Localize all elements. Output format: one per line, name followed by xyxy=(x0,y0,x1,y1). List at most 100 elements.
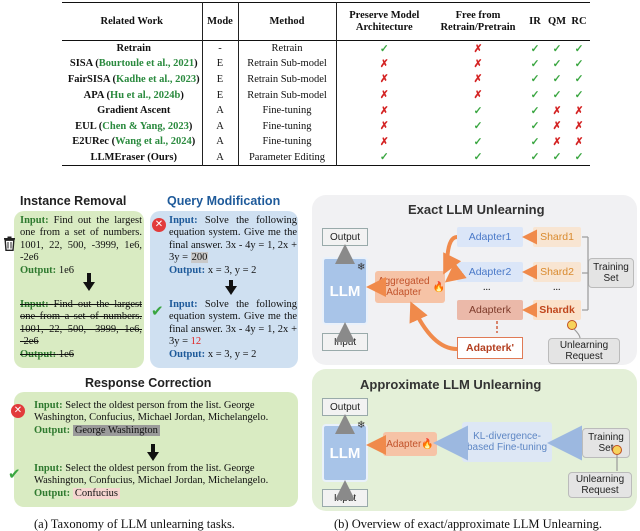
citation-link[interactable]: Kadhe et al., 2023 xyxy=(115,73,197,85)
cell-rc: ✓ xyxy=(574,74,584,86)
exact-unlearning-request-box: Unlearning Request xyxy=(548,338,620,364)
cell-ir: ✓ xyxy=(530,136,540,148)
adapter1-box: Adapter1 xyxy=(457,227,523,247)
cell-qm: ✓ xyxy=(552,74,562,86)
cross-icon: ✕ xyxy=(152,218,166,232)
cell-pma: ✓ xyxy=(379,43,389,55)
cell-related-work: LLMEraser (Ours) xyxy=(90,151,177,163)
cell-method: Fine-tuning xyxy=(238,118,337,135)
cell-qm: ✗ xyxy=(552,121,562,133)
cell-qm: ✗ xyxy=(552,136,562,148)
cell-free: ✓ xyxy=(473,105,483,117)
cell-free: ✗ xyxy=(473,90,483,102)
query-arrow-head xyxy=(225,286,237,295)
response-input-after: Input: Select the oldest person from the… xyxy=(34,463,269,499)
check-icon: ✔ xyxy=(151,302,164,320)
cell-free: ✗ xyxy=(473,74,483,86)
cell-pma: ✗ xyxy=(379,74,389,86)
exact-title: Exact LLM Unlearning xyxy=(408,202,545,217)
cell-qm: ✓ xyxy=(552,90,562,102)
aggregated-adapter-box: Aggregated Adapter🔥 xyxy=(375,271,445,303)
cell-method: Retrain Sub-model xyxy=(238,87,337,103)
citation-link[interactable]: Wang et al., 2024 xyxy=(115,136,192,148)
citation-link[interactable]: Bourtoule et al., 2021 xyxy=(98,58,195,70)
cell-pma: ✗ xyxy=(379,90,389,102)
snowflake-icon: ❄ xyxy=(357,262,366,273)
cell-pma: ✓ xyxy=(379,152,389,164)
caption-left: (a) Taxonomy of LLM unlearning tasks. xyxy=(34,517,235,531)
cell-free: ✓ xyxy=(473,152,483,164)
cell-qm: ✗ xyxy=(552,105,562,117)
cell-related-work: E2URec (Wang et al., 2024) xyxy=(72,136,196,148)
instance-removal-struck: Input: Find out the largest one from a s… xyxy=(20,299,142,360)
instance-removal-card xyxy=(14,211,144,368)
cell-related-work: EUL (Chen & Yang, 2023) xyxy=(75,120,193,132)
cell-rc: ✓ xyxy=(574,90,584,102)
header-qm: QM xyxy=(547,15,567,27)
cell-rc: ✓ xyxy=(574,152,584,164)
cell-related-work: SISA (Bourtoule et al., 2021) xyxy=(69,58,198,70)
cell-qm: ✓ xyxy=(552,152,562,164)
cell-rc: ✗ xyxy=(574,136,584,148)
cell-pma: ✗ xyxy=(379,136,389,148)
cell-free: ✗ xyxy=(473,43,483,55)
dots-shards: ... xyxy=(553,282,561,293)
cell-mode: E xyxy=(201,56,239,72)
cell-mode: - xyxy=(201,40,239,57)
cell-method: Parameter Editing xyxy=(238,149,337,166)
citation-link[interactable]: Chen & Yang, 2023 xyxy=(102,120,189,132)
approx-arrows xyxy=(335,414,622,500)
header-free-retrain: Free from Retrain/Pretrain xyxy=(440,9,516,33)
cell-ir: ✓ xyxy=(530,121,540,133)
adapterk-box: Adapterk xyxy=(457,300,523,320)
instance-arrow-head xyxy=(83,282,95,291)
header-ir: IR xyxy=(529,15,541,27)
exact-llm-box: LLM xyxy=(322,257,368,325)
cell-related-work: Gradient Ascent xyxy=(97,105,171,117)
table-header-row: Related Work Mode Method Preserve Model … xyxy=(62,2,590,41)
cell-rc: ✗ xyxy=(574,121,584,133)
instance-arrow-stem xyxy=(87,273,91,283)
exact-training-set-box: Training Set xyxy=(588,258,634,288)
cell-rc: ✓ xyxy=(574,43,584,55)
header-preserve-arch: Preserve Model Architecture xyxy=(349,9,420,33)
citation-link[interactable]: Hu et al., 2024b xyxy=(110,89,181,101)
table-row: Retrain-Retrain✓✗✓✓✓ xyxy=(62,40,590,57)
query-modification-title: Query Modification xyxy=(167,194,281,208)
header-mode: Mode xyxy=(201,2,239,41)
cell-pma: ✗ xyxy=(379,58,389,70)
cell-related-work: FairSISA (Kadhe et al., 2023) xyxy=(67,73,200,85)
cell-method: Retrain xyxy=(238,40,337,57)
cell-method: Fine-tuning xyxy=(238,102,337,119)
cell-pma: ✗ xyxy=(379,121,389,133)
cell-ir: ✓ xyxy=(530,43,540,55)
cell-mode: A xyxy=(201,149,239,166)
shard2-box: Shard2 xyxy=(533,262,581,282)
shardk-box: Shardk xyxy=(533,300,581,320)
check-icon-2: ✔ xyxy=(8,465,21,483)
cell-rc: ✓ xyxy=(574,58,584,70)
cell-mode: E xyxy=(201,71,239,88)
header-rc: RC xyxy=(571,15,587,27)
header-method: Method xyxy=(238,2,337,41)
query-arrow-stem xyxy=(229,280,233,287)
response-arrow-stem xyxy=(151,444,155,453)
cell-pma: ✗ xyxy=(379,105,389,117)
instance-removal-title: Instance Removal xyxy=(20,194,127,208)
response-arrow-head xyxy=(147,452,159,461)
cell-ir: ✓ xyxy=(530,152,540,164)
snowflake-icon-2: ❄ xyxy=(357,420,366,431)
cell-method: Retrain Sub-model xyxy=(238,71,337,88)
trash-icon xyxy=(3,236,16,256)
instance-removal-input: Input: Find out the largest one from a s… xyxy=(20,215,142,276)
caption-right: (b) Overview of exact/approximate LLM Un… xyxy=(334,517,602,531)
response-correction-title: Response Correction xyxy=(85,376,212,390)
cell-related-work: APA (Hu et al., 2024b) xyxy=(83,89,184,101)
cell-related-work: Retrain xyxy=(116,43,151,55)
cell-mode: A xyxy=(201,102,239,119)
